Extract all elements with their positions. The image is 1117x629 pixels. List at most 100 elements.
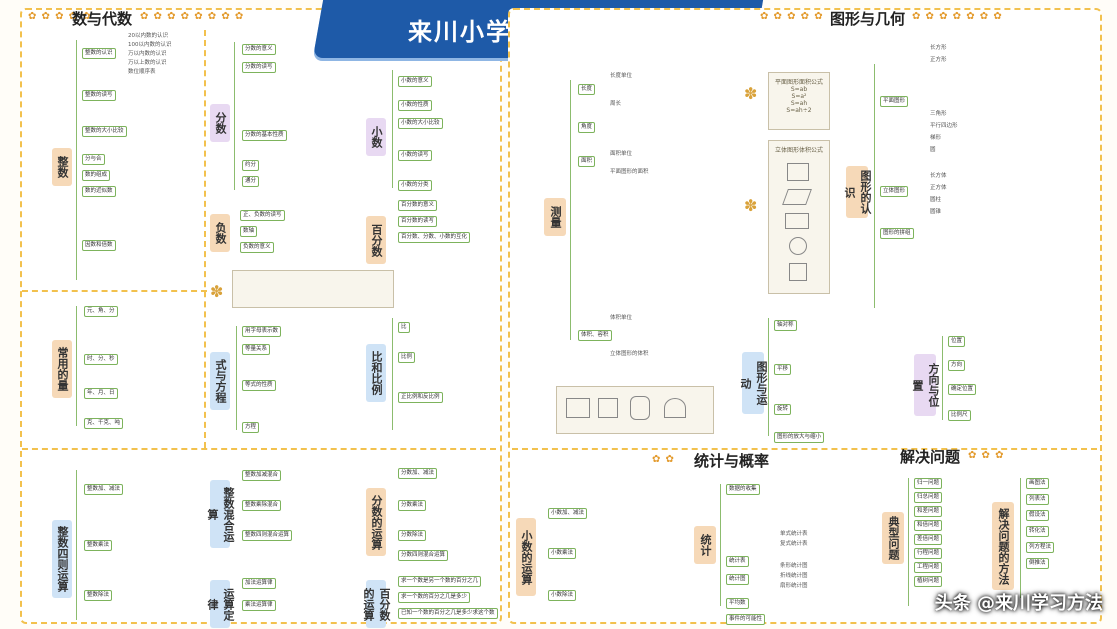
category-decimal: 小数 — [366, 118, 386, 156]
equation-trunk — [236, 326, 237, 430]
intops-trunk — [76, 470, 77, 620]
problem-trunk — [908, 478, 909, 606]
node-proportion: 比例 — [398, 352, 416, 363]
node-data-collect: 数据的收集 — [726, 484, 760, 495]
node-ps-5: 差倍问题 — [914, 534, 943, 545]
formula-card-area-title: 平面图形面积公式 — [774, 79, 823, 86]
node-law-add: 加法运算律 — [242, 578, 276, 589]
node-fraction-readwrite: 分数的读写 — [242, 62, 276, 73]
node-decimal-property: 小数的性质 — [398, 100, 432, 111]
node-shape-compose: 图形的拼组 — [880, 228, 914, 239]
leaf-volume-unit: 体积单位 — [610, 315, 633, 321]
leaf-length-unit: 长度单位 — [610, 73, 633, 79]
node-ps-7: 工程问题 — [914, 562, 943, 573]
category-equation: 式与方程 — [210, 352, 230, 410]
leaf-cone: 圆锥 — [930, 209, 942, 215]
cone-shape — [664, 398, 686, 418]
cube-shape — [598, 398, 618, 418]
node-integer-split: 分与合 — [82, 154, 105, 165]
category-percent-ops: 百分数的运算 — [362, 580, 391, 628]
ratio-trunk — [392, 318, 393, 430]
position-trunk — [942, 336, 943, 420]
node-percent-meaning: 百分数的意义 — [398, 200, 438, 211]
node-direction: 方向 — [948, 360, 966, 371]
node-method-6: 倒推法 — [1026, 558, 1049, 569]
leaf-parallelogram: 平行四边形 — [930, 123, 958, 129]
node-method-4: 转化法 — [1026, 526, 1049, 537]
watermark: 头条 @来川学习方法 — [934, 593, 1103, 614]
leaf-cube: 正方体 — [930, 185, 947, 191]
node-fop-mixed: 分数四则混合运算 — [398, 550, 449, 561]
decoration-left-2: ✿ ✿ ✿ ✿ ✿ ✿ ✿ ✿ — [140, 11, 245, 22]
leaf-place-table: 数位顺序表 — [128, 69, 156, 75]
node-factor-multiple: 因数和倍数 — [82, 240, 116, 251]
decoration-right: ✿ ✿ ✿ ✿ ✿ — [760, 11, 824, 22]
leaf-100: 100以内数的认识 — [128, 42, 172, 48]
decoration-stat: ✿ ✿ — [652, 454, 675, 465]
node-pop-2: 求一个数的百分之几是多少 — [398, 592, 471, 603]
node-area: 面积 — [578, 156, 596, 167]
node-dop-div: 小数除法 — [548, 590, 577, 601]
node-ps-3: 和差问题 — [914, 506, 943, 517]
cuboid-shape — [566, 398, 590, 418]
category-percent: 百分数 — [366, 216, 386, 264]
integer-trunk — [76, 40, 77, 280]
node-direct-inverse: 正比例和反比例 — [398, 392, 443, 403]
category-shape: 图形的认识 — [843, 166, 872, 218]
node-units-money: 元、角、分 — [84, 306, 118, 317]
node-average: 平均数 — [726, 598, 749, 609]
decoration-problem: ✿ ✿ ✿ — [968, 450, 1005, 461]
category-fraction: 分数 — [210, 104, 230, 142]
category-statistics: 统计 — [694, 526, 716, 564]
node-negative-meaning: 负数的意义 — [240, 242, 274, 253]
node-integer-readwrite: 整数的读写 — [82, 90, 116, 101]
node-units-time: 时、分、秒 — [84, 354, 118, 365]
node-plane-shape: 平面图形 — [880, 96, 909, 107]
leaf-area-plane: 平面图形的面积 — [610, 169, 649, 175]
node-decimal-type: 小数的分类 — [398, 180, 432, 191]
flower-icon-3: ✽ — [744, 196, 758, 215]
category-fraction-ops: 分数的运算 — [366, 488, 386, 556]
node-equal-relation: 等量关系 — [242, 344, 271, 355]
node-ps-2: 归总问题 — [914, 492, 943, 503]
node-fop-addsub: 分数加、减法 — [398, 468, 438, 479]
node-stat-chart: 统计图 — [726, 574, 749, 585]
category-integer: 整数 — [52, 148, 72, 186]
node-mixed-addsub: 整数加减混合 — [242, 470, 282, 481]
node-equation-property: 等式的性质 — [242, 380, 276, 391]
units-trunk — [76, 306, 77, 426]
trapezoid-shape — [785, 213, 809, 229]
node-solid-shape: 立体图形 — [880, 186, 909, 197]
leaf-over-10000: 万以上数的认识 — [128, 60, 167, 66]
node-int-div: 整数除法 — [84, 590, 113, 601]
node-scale-ratio: 比例尺 — [948, 410, 971, 421]
leaf-10000: 万以内数的认识 — [128, 51, 167, 57]
node-units-date: 年、月、日 — [84, 388, 118, 399]
node-locate: 确定位置 — [948, 384, 977, 395]
node-mixed-muldiv: 整数乘除混合 — [242, 500, 282, 511]
algebra-divider-1 — [22, 290, 207, 292]
node-units-mass: 克、千克、吨 — [84, 418, 124, 429]
leaf-trapezoid: 梯形 — [930, 135, 942, 141]
category-integer-ops: 整数四则运算 — [52, 520, 72, 598]
node-ps-6: 行程问题 — [914, 548, 943, 559]
node-percent-readwrite: 百分数的读写 — [398, 216, 438, 227]
leaf-cuboid: 长方体 — [930, 173, 947, 179]
formula-card-area-line-3: S=ah — [790, 100, 808, 107]
node-percent-convert: 百分数、分数、小数的互化 — [398, 232, 471, 243]
node-integer-recognition: 整数的认识 — [82, 48, 116, 59]
node-pop-3: 已知一个数的百分之几是多少求这个数 — [398, 608, 498, 619]
node-decimal-compare: 小数的大小比较 — [398, 118, 443, 129]
leaf-circle: 圆 — [930, 147, 936, 153]
leaf-20: 20以内数的认识 — [128, 33, 168, 39]
decimal-trunk — [392, 70, 393, 188]
leaf-volume-solid: 立体图形的体积 — [610, 351, 649, 357]
node-int-mul: 整数乘法 — [84, 540, 113, 551]
node-location: 位置 — [948, 336, 966, 347]
node-integer-compose: 数的组成 — [82, 170, 111, 181]
shape-trunk — [874, 64, 875, 308]
square-shape — [787, 163, 809, 181]
node-method-5: 列方程法 — [1026, 542, 1055, 553]
node-ps-8: 植树问题 — [914, 576, 943, 587]
leaf-compound-table: 复式统计表 — [780, 541, 808, 547]
